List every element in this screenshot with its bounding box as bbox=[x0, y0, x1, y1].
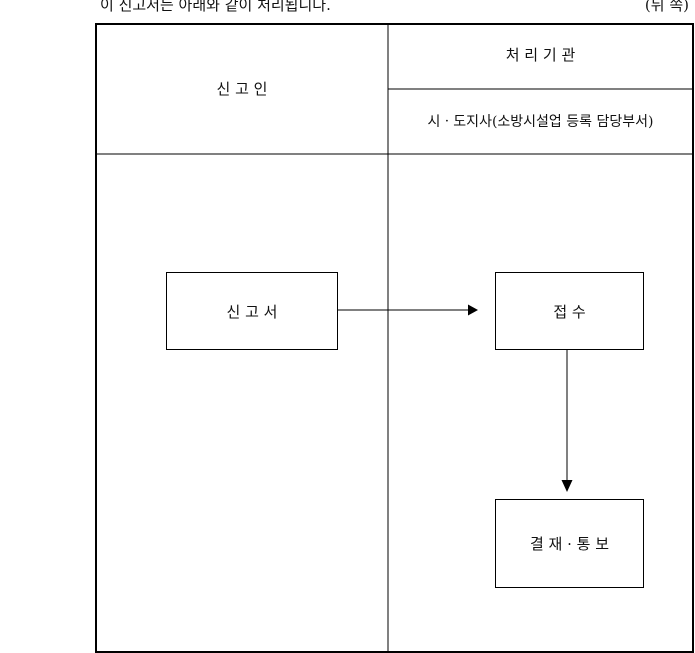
approval-step-label: 결 재 · 통 보 bbox=[529, 535, 610, 553]
agency-column-header: 처 리 기 관 bbox=[505, 46, 576, 64]
agency-sub-header: 시ㆍ도지사(소방시설업 등록 담당부서) bbox=[427, 114, 654, 130]
arrow-right-head bbox=[468, 304, 478, 316]
report-step-box: 신 고 서 bbox=[166, 272, 338, 350]
arrow-down-head bbox=[561, 480, 573, 492]
approval-step-box: 결 재 · 통 보 bbox=[495, 499, 644, 588]
processing-note: 이 신고서는 아래와 같이 처리됩니다. bbox=[100, 0, 331, 14]
table-border bbox=[95, 23, 694, 653]
receipt-step-label: 접 수 bbox=[553, 302, 586, 321]
applicant-column-header: 신 고 인 bbox=[216, 80, 268, 98]
report-step-label: 신 고 서 bbox=[226, 302, 278, 321]
page-side-label: (뒤 쪽) bbox=[644, 0, 689, 14]
receipt-step-box: 접 수 bbox=[495, 272, 644, 350]
